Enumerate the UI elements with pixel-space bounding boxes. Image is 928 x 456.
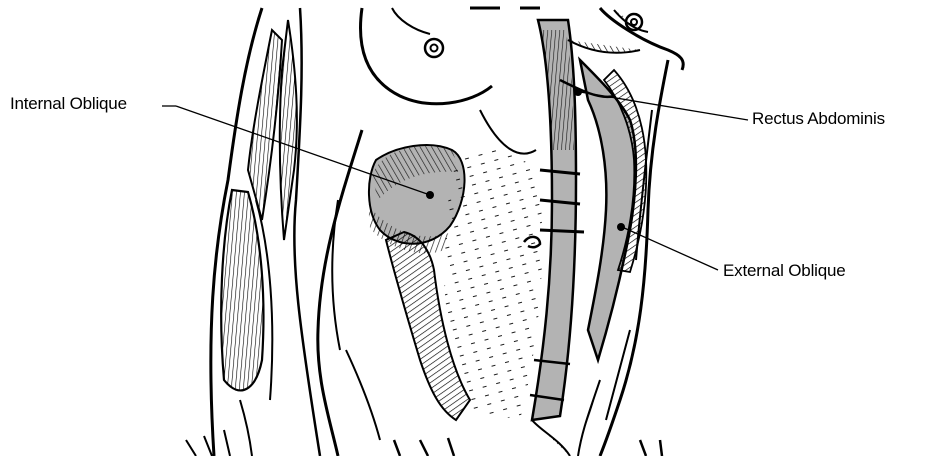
label-external-oblique: External Oblique [723,261,845,281]
label-internal-oblique: Internal Oblique [10,94,127,114]
left-nipple [425,39,443,57]
left-arm [186,8,320,456]
label-rectus-abdominis: Rectus Abdominis [752,109,885,129]
chest [361,8,684,104]
